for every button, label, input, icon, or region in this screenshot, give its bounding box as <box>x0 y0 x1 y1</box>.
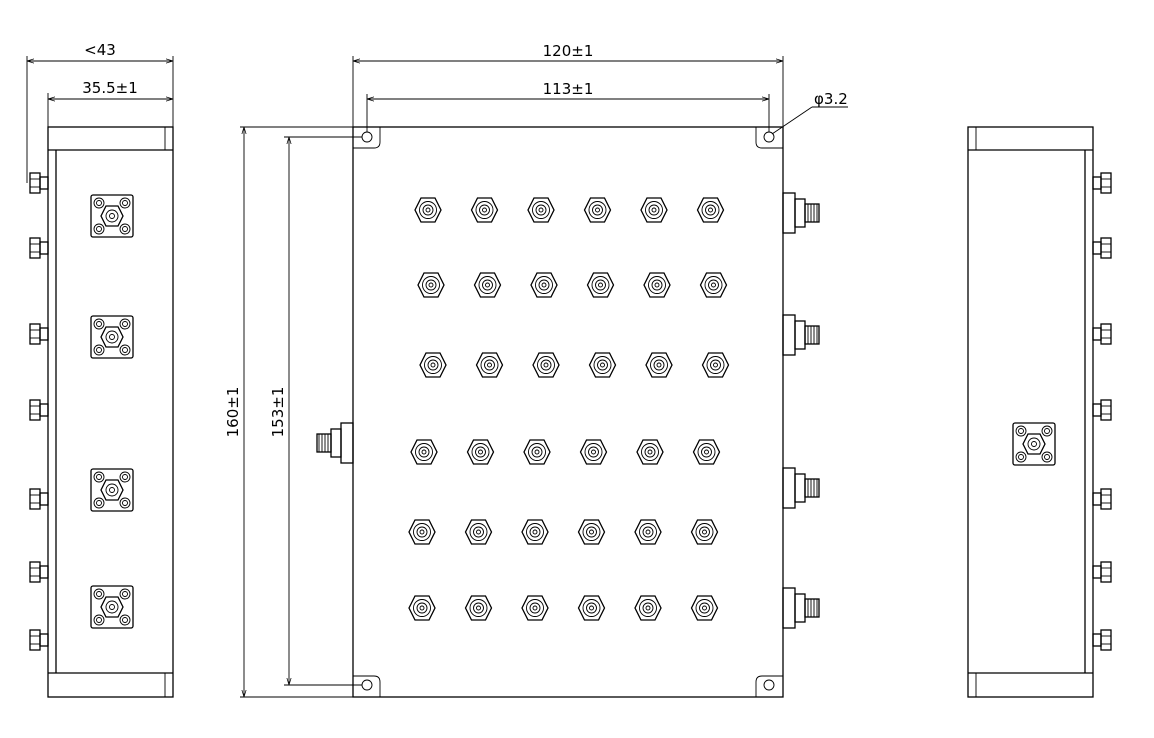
tuning-screw <box>464 519 493 545</box>
left-side-nubs <box>29 172 49 651</box>
tuning-screw <box>530 272 558 298</box>
mounting-hole-bottom-left <box>361 679 373 691</box>
tuning-screw <box>699 272 728 298</box>
tuning-screw <box>696 197 725 223</box>
dim-leader-hole <box>771 106 813 135</box>
front-body <box>352 126 784 698</box>
corner-tab-top-right <box>755 127 783 149</box>
left-side-body <box>47 126 174 698</box>
tuning-screw <box>640 197 668 223</box>
right-side-view <box>967 126 1112 698</box>
corner-tab-bottom-left <box>353 675 381 697</box>
dim-body-depth: 35.5±1 <box>82 79 138 97</box>
tuning-screw <box>527 197 555 223</box>
tuning-screw <box>690 519 719 545</box>
input-connector <box>316 422 354 464</box>
corner-tab-bottom-right <box>755 675 783 697</box>
dim-width-overall: 120±1 <box>543 42 594 60</box>
dim-height-overall: 160±1 <box>224 387 242 438</box>
right-side-nubs <box>1092 172 1112 651</box>
tuning-screw <box>634 519 662 545</box>
left-side-view: <43 35.5±1 <box>26 41 174 698</box>
right-side-connector <box>1012 422 1056 466</box>
mounting-hole-bottom-right <box>763 679 775 691</box>
dim-overall-depth: <43 <box>84 41 116 59</box>
front-view: 120±1 113±1 φ3.2 160±1 153±1 <box>224 42 848 698</box>
tuning-screw <box>586 272 615 298</box>
tuning-screw <box>636 439 664 465</box>
tuning-screw <box>577 595 606 621</box>
tuning-screw <box>419 352 447 378</box>
tuning-screw <box>692 439 721 465</box>
dim-hole-spacing-y: 153±1 <box>269 387 287 438</box>
tuning-screw <box>410 439 438 465</box>
tuning-screw <box>532 352 560 378</box>
tuning-screw <box>583 197 612 223</box>
tuning-screw <box>475 352 504 378</box>
tuning-screw <box>645 352 673 378</box>
tuning-screw <box>417 272 445 298</box>
dim-hole-spacing-x: 113±1 <box>543 80 594 98</box>
tuning-screw-grid <box>408 197 730 621</box>
tuning-screw <box>523 439 551 465</box>
dim-hole-diameter: φ3.2 <box>814 90 848 108</box>
output-connectors <box>782 192 820 629</box>
tuning-screw <box>579 439 608 465</box>
tuning-screw <box>643 272 671 298</box>
tuning-screw <box>408 595 436 621</box>
mounting-hole-top-left <box>361 131 373 143</box>
tuning-screw <box>466 439 495 465</box>
tuning-screw <box>473 272 502 298</box>
tuning-screw <box>577 519 606 545</box>
tuning-screw <box>588 352 617 378</box>
right-side-body <box>967 126 1094 698</box>
tuning-screw <box>521 595 549 621</box>
tuning-screw <box>701 352 730 378</box>
tuning-screw <box>521 519 549 545</box>
left-side-connectors <box>90 194 134 629</box>
corner-tab-top-left <box>353 127 381 149</box>
tuning-screw <box>690 595 719 621</box>
tuning-screw <box>634 595 662 621</box>
tuning-screw <box>414 197 442 223</box>
tuning-screw <box>408 519 436 545</box>
tuning-screw <box>470 197 499 223</box>
tuning-screw <box>464 595 493 621</box>
